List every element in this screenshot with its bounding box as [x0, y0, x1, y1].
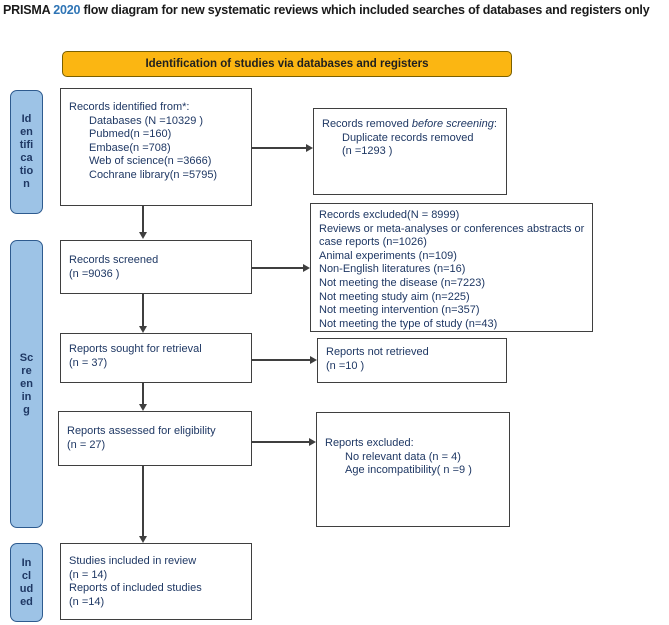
box-line: Cochrane library(n =5795)	[89, 168, 218, 181]
arrow-down-icon	[139, 536, 147, 543]
arrow-right-icon	[309, 438, 316, 446]
box-reports-excluded: Reports excluded:No relevant data (n = 4…	[316, 412, 510, 527]
arrow-right-icon	[306, 144, 313, 152]
arrow-down-icon	[139, 232, 147, 239]
arrow-screened-to-excluded	[252, 267, 304, 269]
sidebar-phase-included: In cl ud ed	[10, 543, 43, 622]
box-reports-not-retrieved: Reports not retrieved(n =10 )	[317, 338, 507, 383]
sidebar-phase-identification: Id en tifi ca tio n	[10, 90, 43, 214]
box-records-excluded: Records excluded(N = 8999)Reviews or met…	[310, 203, 593, 332]
box-line: Reports assessed for eligibility	[67, 425, 216, 437]
title-part1: PRISMA	[3, 3, 54, 17]
page-title: PRISMA 2020 flow diagram for new systema…	[3, 3, 667, 17]
arrow-assessed-to-reports-excluded	[252, 441, 310, 443]
box-line: Embase(n =708)	[89, 141, 171, 154]
box-line: Duplicate records removed	[342, 131, 474, 144]
arrow-identified-to-removed	[252, 147, 307, 149]
title-year: 2020	[53, 3, 81, 17]
box-line: Not meeting study aim (n=225)	[319, 290, 470, 303]
box-line: No relevant data (n = 4)	[345, 450, 461, 463]
box-studies-included: Studies included in review(n = 14)Report…	[60, 543, 252, 620]
box-reports-assessed-for-eligibility: Reports assessed for eligibility(n = 27)	[58, 411, 252, 466]
arrow-assessed-to-included	[142, 466, 144, 537]
box-records-identified: Records identified from*:Databases (N =1…	[60, 88, 252, 206]
box-line: Reviews or meta-analyses or conferences …	[319, 222, 585, 249]
box-line: Pubmed(n =160)	[89, 128, 172, 141]
box-line: Not meeting the disease (n=7223)	[319, 276, 486, 289]
box-line: Not meeting intervention (n=357)	[319, 304, 480, 317]
box-line: Records removed before screening:	[322, 118, 497, 130]
box-line: (n =10 )	[326, 359, 365, 372]
title-part2: flow diagram for new systematic reviews …	[80, 3, 650, 17]
arrow-down-icon	[139, 404, 147, 411]
box-line: Reports excluded:	[325, 437, 414, 449]
box-line: Reports sought for retrieval	[69, 343, 202, 355]
box-line: Web of science(n =3666)	[89, 155, 212, 168]
box-line: Databases (N =10329 )	[89, 114, 204, 127]
box-line: (n = 37)	[69, 356, 108, 369]
arrow-identified-to-screened	[142, 206, 144, 232]
arrow-sought-to-assessed	[142, 383, 144, 405]
box-line: Reports not retrieved	[326, 346, 429, 358]
box-line: (n = 14)	[69, 568, 108, 581]
box-reports-sought-for-retrieval: Reports sought for retrieval(n = 37)	[60, 333, 252, 383]
arrow-right-icon	[303, 264, 310, 272]
box-line: Records excluded(N = 8999)	[319, 209, 460, 221]
box-line: (n =14)	[69, 595, 105, 608]
arrow-down-icon	[139, 326, 147, 333]
banner-label: Identification of studies via databases …	[145, 58, 429, 70]
box-line: Reports of included studies	[69, 582, 202, 595]
arrow-screened-to-sought	[142, 294, 144, 327]
arrow-sought-to-not-retrieved	[252, 359, 311, 361]
identification-banner: Identification of studies via databases …	[62, 51, 512, 77]
sidebar-phase-screening: Sc re en in g	[10, 240, 43, 528]
box-line: Not meeting the type of study (n=43)	[319, 317, 498, 330]
box-line: (n =9036 )	[69, 267, 120, 280]
box-line: (n = 27)	[67, 438, 106, 451]
box-records-screened: Records screened(n =9036 )	[60, 240, 252, 294]
box-records-removed: Records removed before screening:Duplica…	[313, 108, 507, 195]
box-line: Age incompatibility( n =9 )	[345, 464, 472, 477]
box-line: Records screened	[69, 254, 159, 266]
box-line: Non-English literatures (n=16)	[319, 263, 466, 276]
arrow-right-icon	[310, 356, 317, 364]
box-line: Animal experiments (n=109)	[319, 249, 457, 262]
box-line: Records identified from*:	[69, 101, 190, 113]
box-line: (n =1293 )	[342, 145, 393, 158]
box-line: Studies included in review	[69, 555, 197, 567]
